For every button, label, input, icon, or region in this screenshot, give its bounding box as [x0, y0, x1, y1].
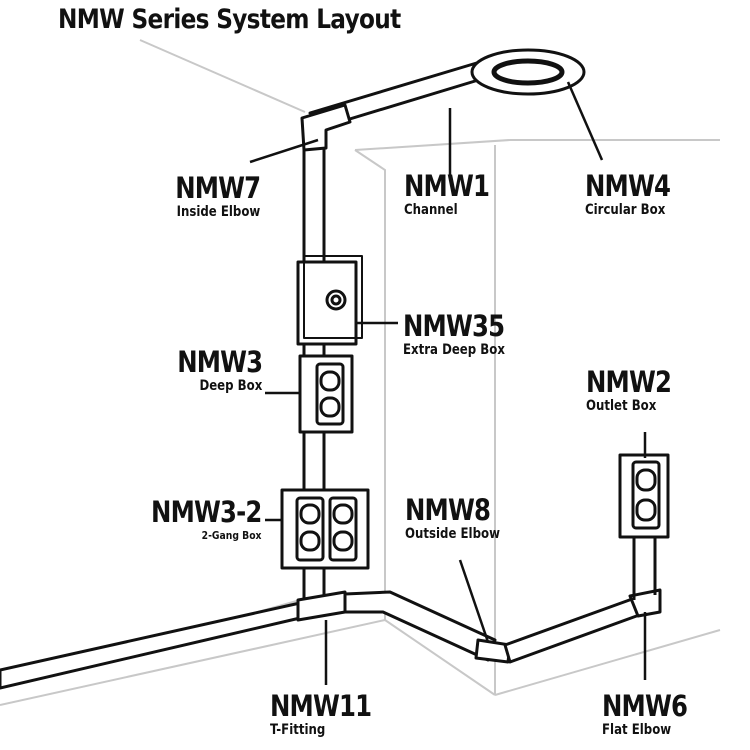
label-nmw6: NMW6 Flat Elbow — [602, 690, 703, 738]
nmw3-code: NMW3 — [176, 345, 263, 379]
label-nmw3-2: NMW3-2 2-Gang Box — [130, 495, 263, 544]
label-nmw8: NMW8 Outside Elbow — [405, 494, 518, 542]
nmw4-desc: Circular Box — [585, 202, 666, 218]
label-nmw35: NMW35 Extra Deep Box — [403, 310, 524, 358]
label-nmw2: NMW2 Outlet Box — [586, 366, 687, 414]
label-nmw3: NMW3 Deep Box — [161, 345, 263, 394]
label-nmw11: NMW11 T-Fitting — [270, 690, 390, 738]
label-nmw7: NMW7 Inside Elbow — [159, 171, 261, 220]
nmw3-2-code: NMW3-2 — [151, 495, 263, 529]
nmw35-desc: Extra Deep Box — [403, 342, 505, 358]
nmw2-desc: Outlet Box — [586, 398, 657, 414]
nmw35-code: NMW35 — [403, 309, 505, 343]
flat-elbow — [628, 588, 662, 618]
nmw4-code: NMW4 — [585, 169, 671, 203]
nmw1-desc: Channel — [404, 202, 458, 218]
nmw8-code: NMW8 — [405, 493, 491, 527]
nmw8-desc: Outside Elbow — [405, 526, 500, 542]
outside-elbow — [474, 638, 512, 664]
nmw6-desc: Flat Elbow — [602, 722, 672, 738]
inside-elbow — [300, 103, 352, 152]
label-nmw4: NMW4 Circular Box — [585, 170, 686, 218]
nmw7-code: NMW7 — [174, 171, 261, 205]
nmw11-desc: T-Fitting — [270, 722, 326, 738]
nmw1-code: NMW1 — [404, 169, 490, 203]
nmw6-code: NMW6 — [602, 689, 688, 723]
leader-lines — [249, 81, 647, 685]
nmw7-desc: Inside Elbow — [176, 204, 260, 220]
label-nmw1: NMW1 Channel — [404, 170, 505, 218]
floor-channel-left — [0, 601, 302, 690]
raceway-system — [0, 48, 670, 690]
nmw3-2-desc: 2-Gang Box — [202, 529, 262, 542]
page-title: NMW Series System Layout — [58, 4, 401, 35]
nmw11-code: NMW11 — [270, 689, 372, 723]
nmw3-desc: Deep Box — [199, 378, 262, 394]
floor-channel-mid — [343, 590, 497, 662]
nmw2-code: NMW2 — [586, 365, 672, 399]
room-outline — [0, 39, 721, 706]
floor-channel-right — [503, 596, 644, 664]
